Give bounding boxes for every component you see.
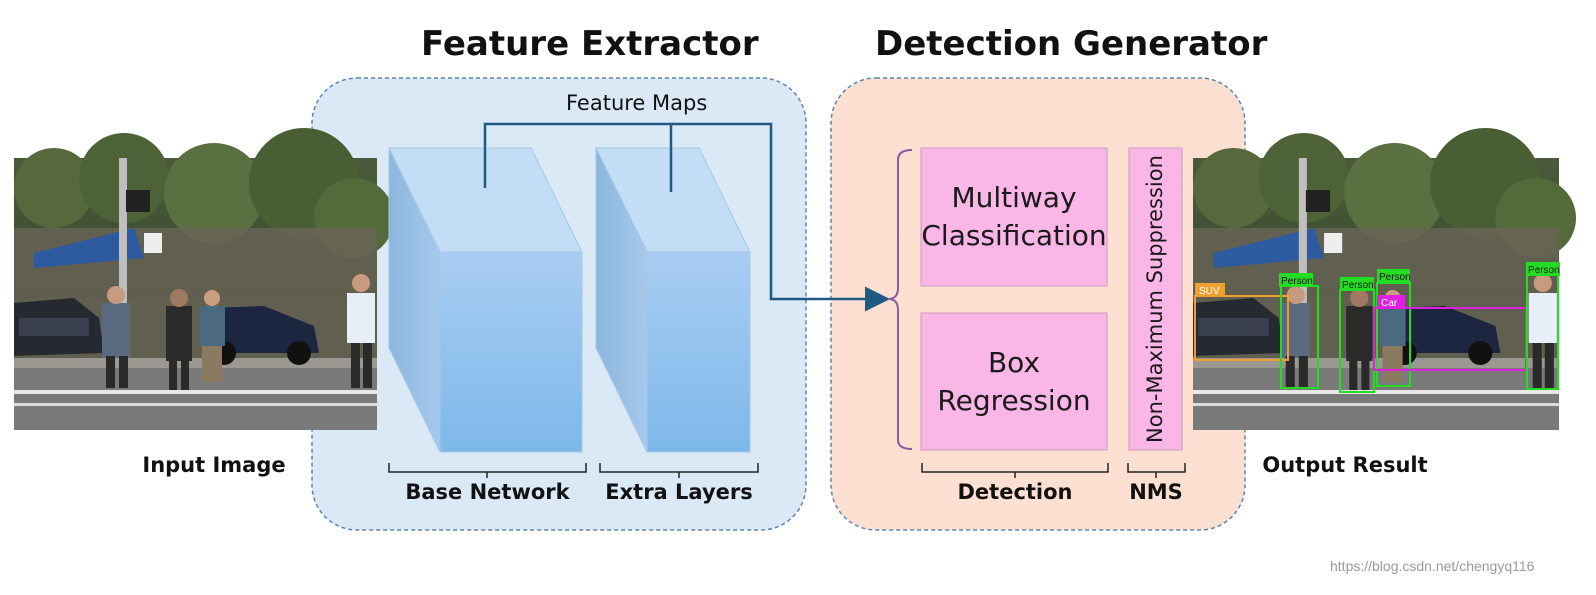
detection-generator-title: Detection Generator xyxy=(875,24,1268,64)
output-result-label: Output Result xyxy=(1262,453,1428,477)
extra-layers-label: Extra Layers xyxy=(605,480,753,504)
watermark: https://blog.csdn.net/chengyq116 xyxy=(1330,558,1535,574)
nms-vertical-label: Non-Maximum Suppression xyxy=(1143,155,1167,443)
base-network-block xyxy=(388,147,583,453)
detection-tag-car: Car xyxy=(1381,298,1398,309)
box-regression-label: Box Regression xyxy=(937,345,1091,417)
box-regression-box xyxy=(920,312,1108,451)
detection-tag-person: Person xyxy=(1379,272,1411,283)
detection-tag-bg xyxy=(1377,269,1410,283)
detection-tag-person: Person xyxy=(1342,280,1374,291)
detection-box-suv xyxy=(1194,295,1289,361)
detection-brace xyxy=(887,149,913,450)
detection-tag-bg xyxy=(1340,277,1374,291)
detection-generator-panel xyxy=(830,77,1246,531)
detection-tag-bg xyxy=(1377,295,1405,309)
multiway-classification-box xyxy=(920,147,1108,287)
detection-tag-bg xyxy=(1195,283,1225,297)
base-network-label: Base Network xyxy=(405,480,570,504)
extra-layers-block xyxy=(595,147,751,453)
feature-maps-connector xyxy=(483,122,890,312)
detection-tag-bg xyxy=(1526,262,1560,276)
detection-tag-bg xyxy=(1279,273,1313,287)
detection-tag-suv: SUV xyxy=(1199,286,1220,297)
section-braces xyxy=(388,463,1186,478)
nms-box xyxy=(1128,147,1183,451)
feature-extractor-title: Feature Extractor xyxy=(421,24,759,64)
input-image-label: Input Image xyxy=(142,453,286,477)
detection-tag-person: Person xyxy=(1528,265,1560,276)
feature-maps-label: Feature Maps xyxy=(566,91,708,115)
nms-label: NMS xyxy=(1129,480,1183,504)
multiway-classification-label: Multiway Classification xyxy=(921,181,1107,252)
input-image xyxy=(14,128,394,430)
detection-tag-person: Person xyxy=(1281,276,1313,287)
detection-label: Detection xyxy=(957,480,1073,504)
output-image: SUV Person Person Person Car Person xyxy=(1193,128,1577,430)
